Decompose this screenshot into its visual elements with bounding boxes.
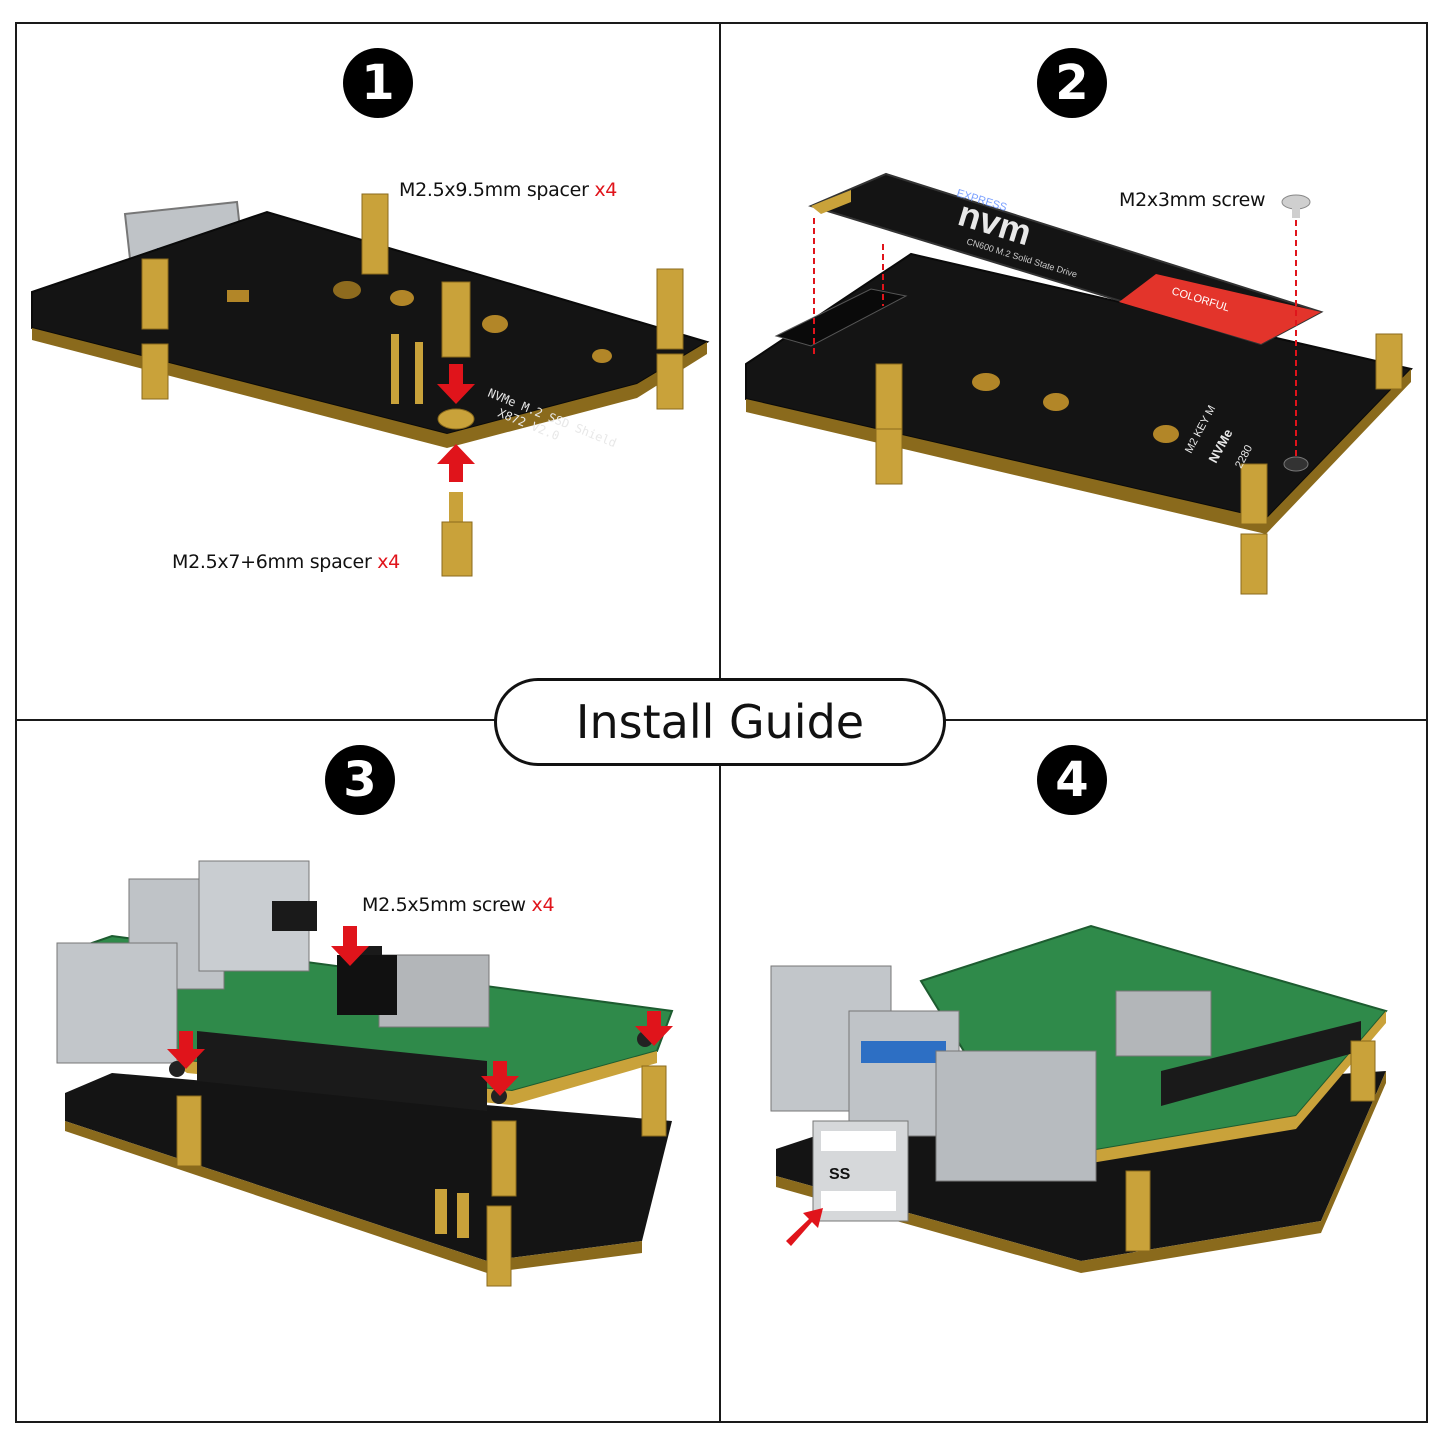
install-guide-title: Install Guide [494, 678, 946, 766]
step-2-badge: 2 [1037, 48, 1107, 118]
step-3-badge: 3 [325, 745, 395, 815]
step-1-panel: NVMe M.2 SSD Shield X872 V2.0 1 M2.5x9.5… [17, 24, 719, 719]
outer-frame [15, 22, 1428, 1423]
svg-text:SS: SS [829, 1166, 851, 1183]
step-4-panel: SS 4 [721, 721, 1426, 1421]
step-3-illustration [56, 860, 674, 1287]
step-1-illustration: NVMe M.2 SSD Shield X872 V2.0 [31, 193, 710, 577]
spacer-9.5mm-label: M2.5x9.5mm spacer x4 [399, 179, 618, 201]
step-2-illustration: nvm EXPRESS CN600 M.2 Solid State Drive … [745, 172, 1413, 595]
spacer-7-6mm-label: M2.5x7+6mm spacer x4 [172, 551, 400, 573]
step-4-illustration: SS [770, 924, 1388, 1273]
step-3-panel: 3 M2.5x5mm screw x4 [17, 721, 719, 1421]
step-1-badge: 1 [343, 48, 413, 118]
step-4-badge: 4 [1037, 745, 1107, 815]
screw-m2.5x5-label: M2.5x5mm screw x4 [362, 894, 555, 916]
step-2-panel: nvm EXPRESS CN600 M.2 Solid State Drive … [721, 24, 1426, 719]
screw-m2x3-label: M2x3mm screw [1119, 189, 1266, 211]
